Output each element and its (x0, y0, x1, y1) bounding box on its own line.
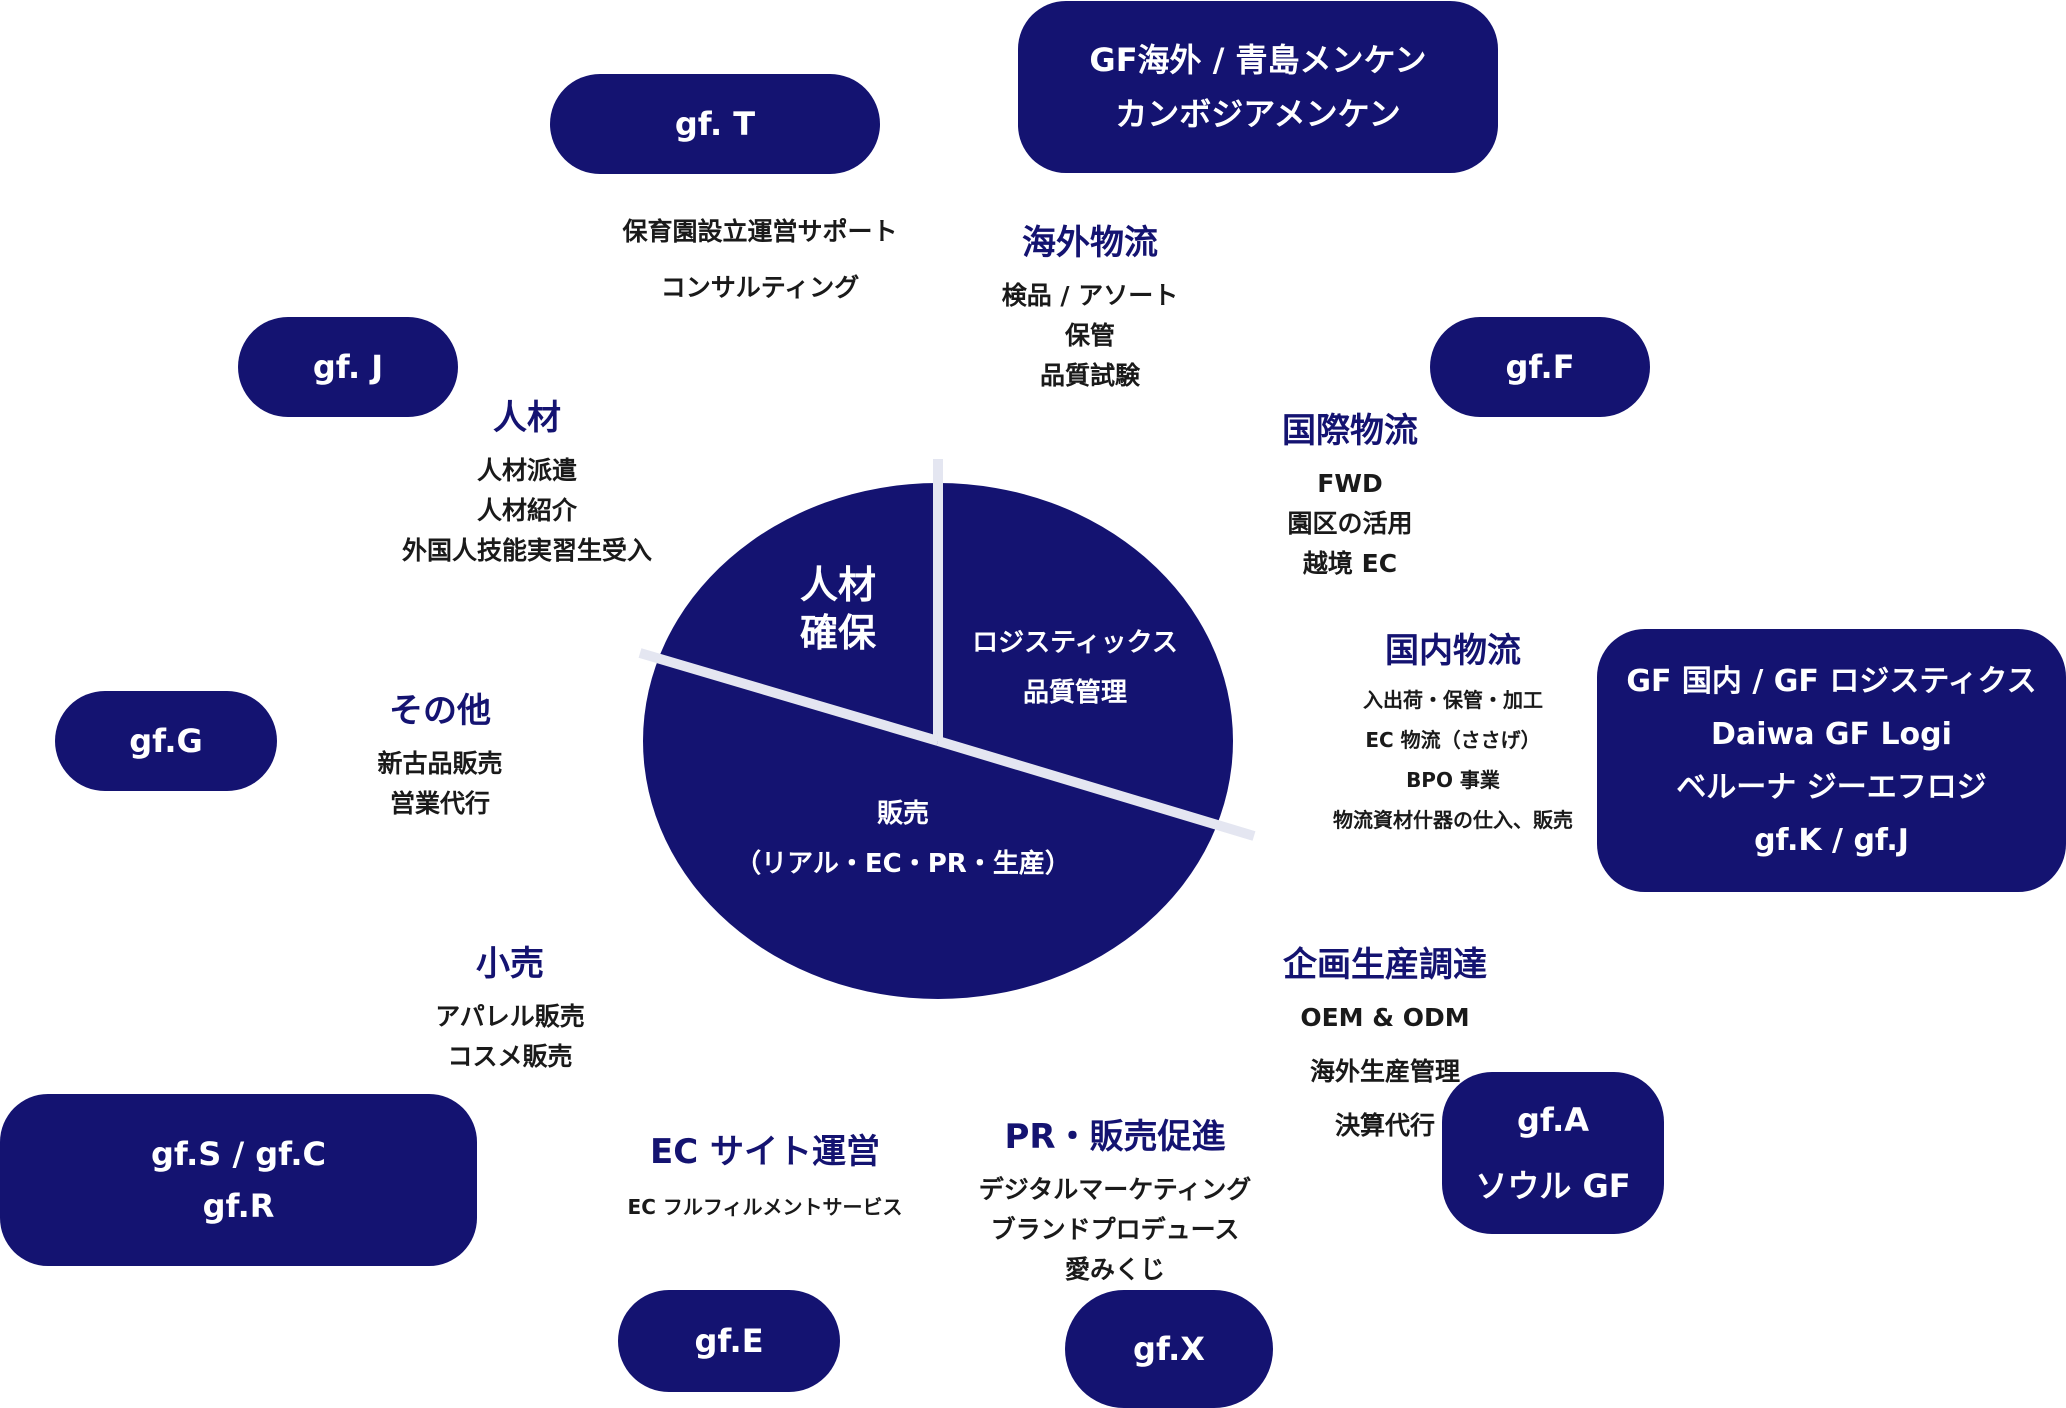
pie-label-jinzai-1: 人材 (800, 563, 876, 607)
pill-label: Daiwa GF Logi (1711, 716, 1952, 752)
section-item: コンサルティング (660, 273, 860, 302)
section-item: 愛みくじ (1064, 1255, 1165, 1284)
company-pill-gf-j: gf. J (238, 317, 458, 417)
section-item: 営業代行 (389, 789, 490, 818)
company-pill-overseas: GF海外 / 青島メンケン カンボジアメンケン (1018, 1, 1498, 173)
company-pill-gf-e: gf.E (618, 1290, 840, 1392)
pill-label: gf.R (202, 1187, 275, 1225)
pill-label: GF 国内 / GF ロジスティクス (1626, 663, 2037, 699)
section-item: 物流資材什器の仕入、販売 (1333, 808, 1573, 832)
section-item: 決算代行 (1334, 1111, 1435, 1140)
section-retail: 小売 アパレル販売 コスメ販売 (390, 943, 630, 1077)
pie-label-sales-1: 販売 (877, 799, 929, 829)
section-pr: PR・販売促進 デジタルマーケティング ブランドプロデュース 愛みくじ (930, 1116, 1300, 1290)
pie-divider-right (936, 736, 1256, 841)
section-item: デジタルマーケティング (978, 1175, 1252, 1204)
section-item: 保育園設立運営サポート (622, 217, 898, 246)
pill-label: gf.K / gf.J (1754, 822, 1909, 858)
section-overseas-logistics: 海外物流 検品 / アソート 保管 品質試験 (940, 222, 1240, 396)
pill-label: gf. J (312, 348, 384, 386)
section-heading: EC サイト運営 (649, 1132, 880, 1172)
pill-label: gf.A (1517, 1101, 1589, 1139)
pie-label-sales-2: （リアル・EC・PR・生産） (735, 848, 1071, 879)
company-pill-gf-sc: gf.S / gf.C gf.R (0, 1094, 477, 1266)
pie-label-jinzai-2: 確保 (800, 611, 877, 655)
pill-label: gf.G (129, 722, 203, 760)
section-item: 入出荷・保管・加工 (1363, 688, 1543, 712)
section-item: OEM & ODM (1300, 1003, 1470, 1032)
company-pill-gf-x: gf.X (1065, 1290, 1273, 1408)
company-pill-gf-t: gf. T (550, 74, 880, 174)
section-item: 新古品販売 (377, 749, 503, 778)
section-item: 人材派遣 (476, 456, 577, 485)
section-item: FWD (1317, 469, 1383, 498)
section-other: その他 新古品販売 営業代行 (330, 690, 550, 824)
section-item: 外国人技能実習生受入 (401, 536, 652, 565)
company-pill-gf-g: gf.G (55, 691, 277, 791)
section-heading: 国際物流 (1282, 411, 1418, 451)
section-planning: 企画生産調達 OEM & ODM 海外生産管理 決算代行 (1235, 944, 1535, 1146)
section-heading: 小売 (476, 944, 544, 984)
section-jinzai: 人材 人材派遣 人材紹介 外国人技能実習生受入 (362, 397, 692, 571)
section-intl-logistics: 国際物流 FWD 園区の活用 越境 EC (1210, 410, 1490, 584)
section-item: EC 物流（ささげ） (1365, 728, 1541, 752)
pill-label: gf.X (1133, 1330, 1205, 1368)
section-heading: PR・販売促進 (1004, 1117, 1226, 1157)
section-item: 海外生産管理 (1309, 1057, 1460, 1086)
section-item: ブランドプロデュース (990, 1215, 1240, 1244)
pill-label: ベルーナ ジーエフロジ (1676, 769, 1987, 805)
section-item: 保管 (1064, 321, 1115, 350)
pill-label: GF海外 / 青島メンケン (1089, 41, 1427, 79)
section-domestic-logistics: 国内物流 入出荷・保管・加工 EC 物流（ささげ） BPO 事業 物流資材什器の… (1293, 630, 1613, 840)
section-item: 品質試験 (1039, 361, 1140, 390)
pill-label: gf.E (694, 1322, 764, 1360)
section-heading: 人材 (493, 398, 561, 438)
company-pill-gf-f: gf.F (1430, 317, 1650, 417)
pie-label-logistics-1: ロジスティックス (972, 628, 1178, 658)
section-item: 園区の活用 (1287, 509, 1413, 538)
section-ec-site: EC サイト運営 EC フルフィルメントサービス (565, 1131, 965, 1227)
section-item: EC フルフィルメントサービス (627, 1195, 903, 1219)
pill-label: gf.S / gf.C (151, 1135, 326, 1173)
section-heading: 国内物流 (1385, 631, 1521, 671)
pie-divider-left (638, 648, 940, 746)
section-item: 人材紹介 (476, 496, 577, 525)
section-heading: 海外物流 (1022, 223, 1158, 263)
section-item: アパレル販売 (435, 1002, 585, 1031)
section-consulting: 保育園設立運営サポート コンサルティング (560, 212, 960, 308)
pie-label-logistics-2: 品質管理 (1023, 678, 1127, 708)
section-item: 検品 / アソート (1001, 281, 1179, 310)
pill-label: カンボジアメンケン (1115, 95, 1401, 133)
section-heading: その他 (389, 691, 491, 731)
company-pill-domestic: GF 国内 / GF ロジスティクス Daiwa GF Logi ベルーナ ジー… (1597, 629, 2066, 892)
pill-label: gf. T (674, 105, 756, 143)
section-item: 越境 EC (1302, 549, 1398, 578)
section-heading: 企画生産調達 (1283, 945, 1487, 985)
section-item: BPO 事業 (1406, 768, 1500, 792)
section-item: コスメ販売 (447, 1042, 573, 1071)
company-pill-gf-a: gf.A ソウル GF (1442, 1072, 1664, 1234)
pill-label: gf.F (1505, 348, 1575, 386)
pill-label: ソウル GF (1475, 1167, 1631, 1205)
